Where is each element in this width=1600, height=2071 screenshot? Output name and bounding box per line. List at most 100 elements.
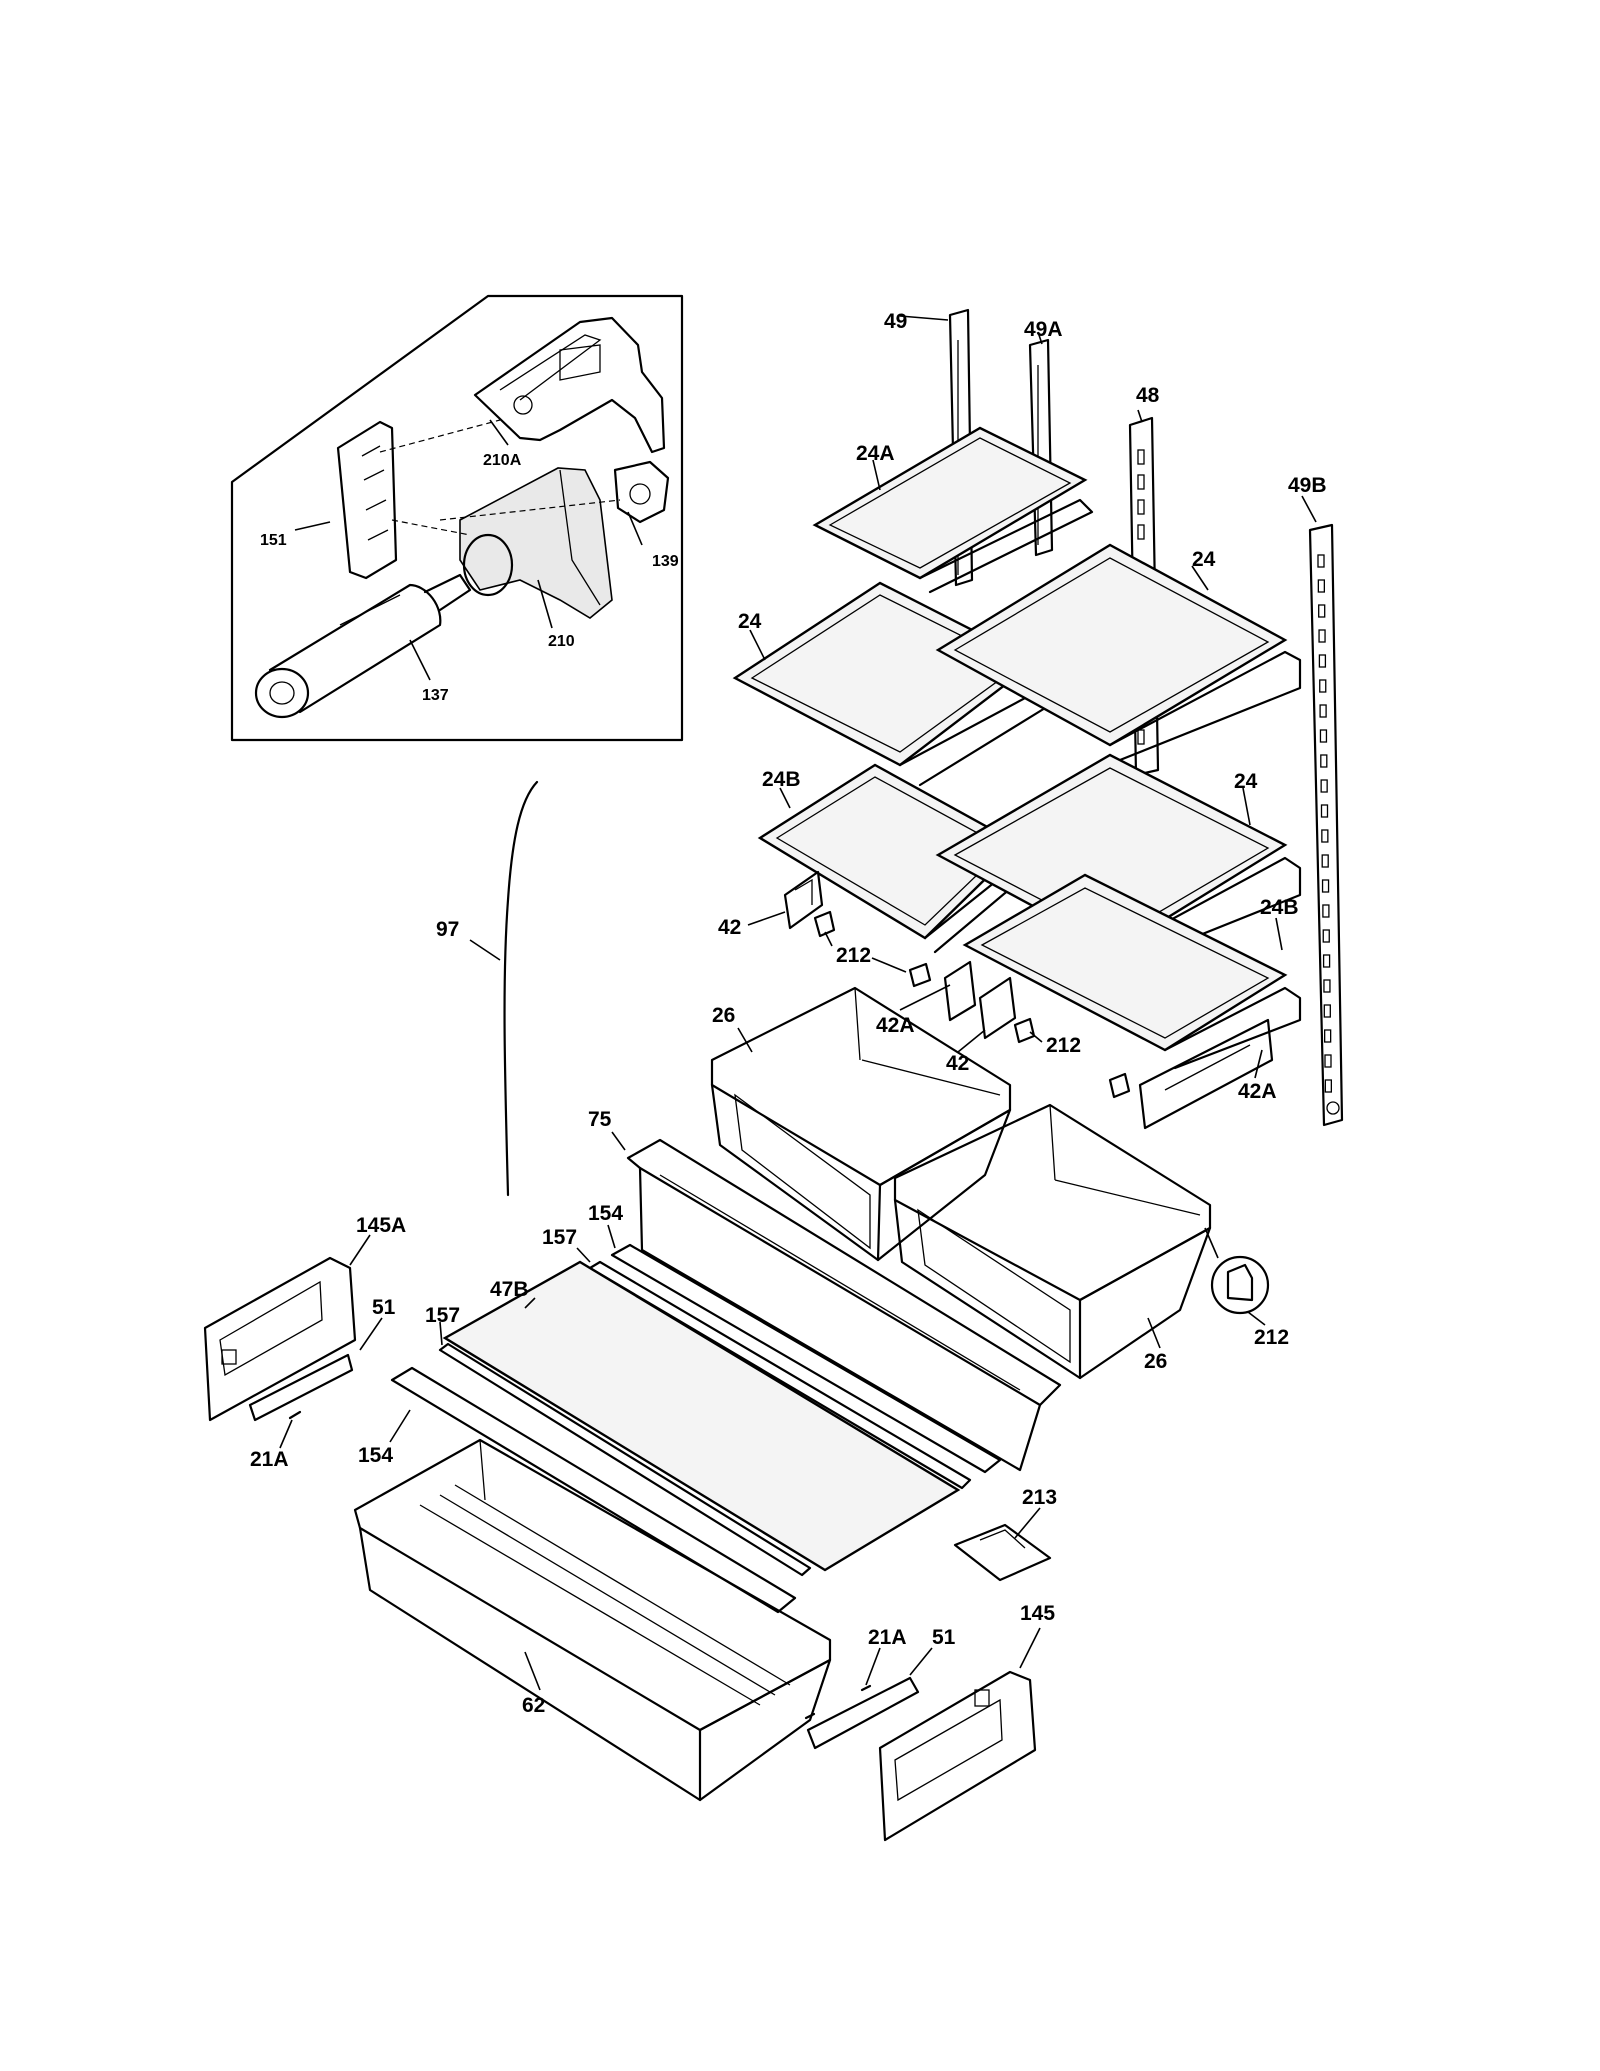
right-pan-support	[804, 1627, 1041, 1842]
rail-slot	[1318, 654, 1327, 668]
label-75: 75	[588, 1108, 612, 1131]
label-42-left: 42	[718, 916, 741, 939]
label-137: 137	[422, 687, 449, 704]
label-24A: 24A	[856, 442, 895, 465]
meat-pan-62	[353, 1438, 832, 1802]
label-21A-right: 21A	[868, 1626, 907, 1649]
rail-slot	[1321, 879, 1330, 893]
rail-slot	[1318, 604, 1326, 618]
rail-slot	[1324, 1079, 1332, 1093]
label-145A: 145A	[356, 1214, 406, 1237]
support-42-left	[747, 870, 824, 930]
label-212-detail: 212	[1254, 1326, 1289, 1349]
rail-slot	[1322, 904, 1330, 918]
label-139: 139	[652, 553, 679, 570]
water-tube	[469, 780, 539, 1197]
rail-slot	[1320, 804, 1329, 818]
clip-212-c	[1108, 1072, 1131, 1099]
cover-145A	[203, 1234, 371, 1422]
seal-154-lower	[389, 1366, 797, 1614]
label-47B: 47B	[490, 1278, 529, 1301]
filter-valve	[613, 460, 670, 524]
support-42A-right	[1138, 1018, 1274, 1130]
cover-145	[878, 1627, 1041, 1842]
label-62: 62	[522, 1694, 545, 1717]
label-51-left: 51	[372, 1296, 396, 1319]
clip-212-a	[813, 910, 836, 947]
rail-slot	[1321, 854, 1329, 868]
part-labels: 210A 151 139 210 137 49 49A 48 49B 24A 2…	[250, 310, 1327, 1717]
label-212-a: 212	[836, 944, 871, 967]
label-24-right-lower: 24	[1234, 770, 1258, 793]
shelf-24-right-upper	[935, 543, 1302, 762]
shelf-24B-right	[962, 873, 1302, 1070]
label-49B: 49B	[1288, 474, 1327, 497]
seal-157-upper	[576, 1247, 972, 1490]
seal-157-lower	[438, 1321, 812, 1577]
rail-slot	[1317, 579, 1325, 593]
label-42A-mid: 42A	[876, 1014, 915, 1037]
rail-slot	[1318, 629, 1326, 643]
filter-cartridge	[254, 573, 472, 719]
label-210A: 210A	[483, 452, 522, 469]
label-154-lower: 154	[358, 1444, 393, 1467]
label-51-right: 51	[932, 1626, 956, 1649]
shelf-24A	[812, 426, 1094, 594]
filter-cover	[336, 420, 398, 580]
seal-154-upper	[607, 1224, 1002, 1474]
filter-head-housing	[473, 316, 666, 454]
label-154-upper: 154	[588, 1202, 623, 1225]
label-157-upper: 157	[542, 1226, 577, 1249]
shelf-supports	[747, 870, 1274, 1130]
label-49A: 49A	[1024, 318, 1063, 341]
rail-slot	[1324, 1029, 1332, 1043]
screw-21A-left	[279, 1410, 302, 1449]
label-24-right-upper: 24	[1192, 548, 1216, 571]
label-24-left: 24	[738, 610, 762, 633]
label-212-b: 212	[1046, 1034, 1081, 1057]
label-48: 48	[1136, 384, 1160, 407]
label-42A-right: 42A	[1238, 1080, 1277, 1103]
label-49: 49	[884, 310, 907, 333]
clip-212-detail	[1204, 1227, 1270, 1326]
label-213: 213	[1022, 1486, 1057, 1509]
rail-slot	[1319, 704, 1327, 718]
rail-slot	[1323, 979, 1331, 993]
rail-slot	[1320, 754, 1328, 768]
crisper-cover-75	[611, 1131, 1062, 1472]
shelves	[732, 426, 1302, 1070]
screw-21A-right	[804, 1647, 881, 1720]
label-24B-right: 24B	[1260, 896, 1299, 919]
rail-slot	[1317, 554, 1325, 568]
label-157-lower: 157	[425, 1304, 460, 1327]
label-145: 145	[1020, 1602, 1055, 1625]
label-24B-left: 24B	[762, 768, 801, 791]
label-26-right: 26	[1144, 1350, 1167, 1373]
label-210: 210	[548, 633, 575, 650]
rail-slot	[1322, 929, 1330, 943]
crisper-bin-26-left	[710, 986, 1012, 1262]
label-42-mid: 42	[946, 1052, 969, 1075]
rail-49B	[1301, 495, 1344, 1127]
rail-slot	[1320, 779, 1328, 793]
label-97: 97	[436, 918, 459, 941]
left-pan-support	[203, 1234, 383, 1449]
pan-cover-assembly	[353, 1131, 1062, 1802]
rail-slot	[1324, 1054, 1332, 1068]
rail-slot	[1319, 679, 1327, 693]
slide-51-right	[806, 1647, 933, 1750]
rail-slot	[1323, 1004, 1331, 1018]
rail-slot	[1321, 829, 1329, 843]
filter-bracket	[459, 467, 613, 619]
crisper-bin-26-right	[893, 1103, 1212, 1380]
rail-slot	[1319, 729, 1328, 743]
crisper-bins	[710, 986, 1270, 1380]
rail-slot	[1322, 954, 1331, 968]
label-151: 151	[260, 532, 287, 549]
support-42-mid	[957, 976, 1017, 1053]
slide-51-left	[248, 1317, 383, 1422]
glass-47B	[442, 1260, 961, 1572]
clip-212-b	[1013, 1017, 1043, 1044]
label-21A-left: 21A	[250, 1448, 289, 1471]
